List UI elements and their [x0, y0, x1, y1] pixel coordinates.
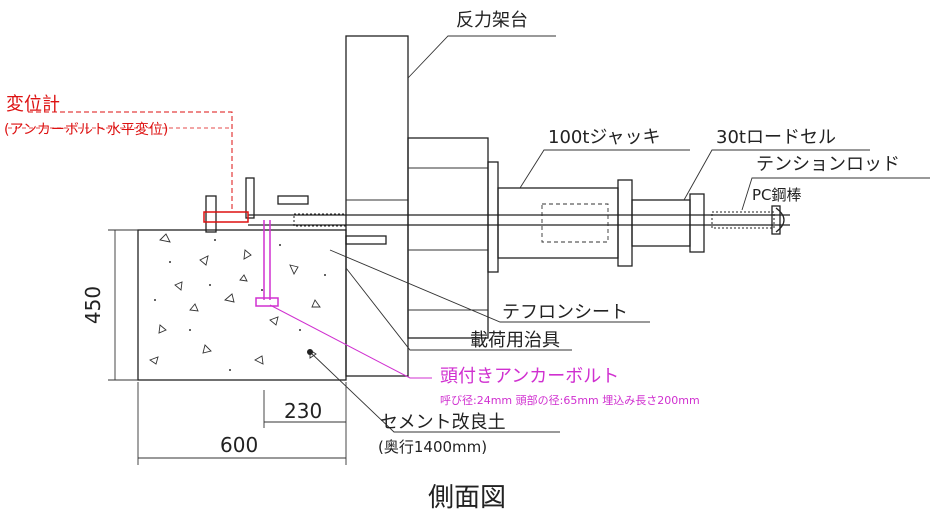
caption: 側面図	[428, 483, 506, 513]
reaction-frame	[345, 35, 499, 377]
label-cement-soil-sub: (奥行1400mm)	[378, 438, 487, 456]
label-load-cell: 30tロードセル	[716, 127, 836, 148]
dimension-lines	[108, 229, 347, 465]
label-tension-rod: テンションロッド	[756, 154, 900, 175]
label-cement-soil: セメント改良土	[380, 412, 506, 433]
load-cell	[631, 193, 705, 253]
leader-lines	[309, 35, 930, 433]
label-displacement-meter-sub: (アンカーボルト水平変位)	[4, 121, 168, 138]
label-jack: 100tジャッキ	[548, 127, 661, 148]
label-reaction-frame: 反力架台	[456, 10, 528, 31]
tension-rod	[248, 205, 790, 235]
dim-anchor-offset: 230	[284, 399, 322, 423]
dim-width: 600	[220, 433, 258, 457]
dim-height: 450	[81, 286, 105, 324]
label-loading-jig: 載荷用治具	[470, 330, 560, 351]
gauges	[205, 177, 387, 245]
label-anchor-specs: 呼び径:24mm 頭部の径:65mm 埋込み長さ200mm	[440, 393, 700, 407]
label-teflon-sheet: テフロンシート	[502, 302, 628, 323]
anchor-bolt	[255, 220, 432, 379]
label-pc-bar: PC鋼棒	[752, 186, 802, 204]
label-displacement-meter: 変位計	[6, 94, 60, 115]
cement-block	[137, 229, 347, 381]
jack	[497, 179, 633, 267]
displacement-meter	[8, 111, 249, 223]
label-headed-anchor: 頭付きアンカーボルト	[440, 366, 619, 387]
